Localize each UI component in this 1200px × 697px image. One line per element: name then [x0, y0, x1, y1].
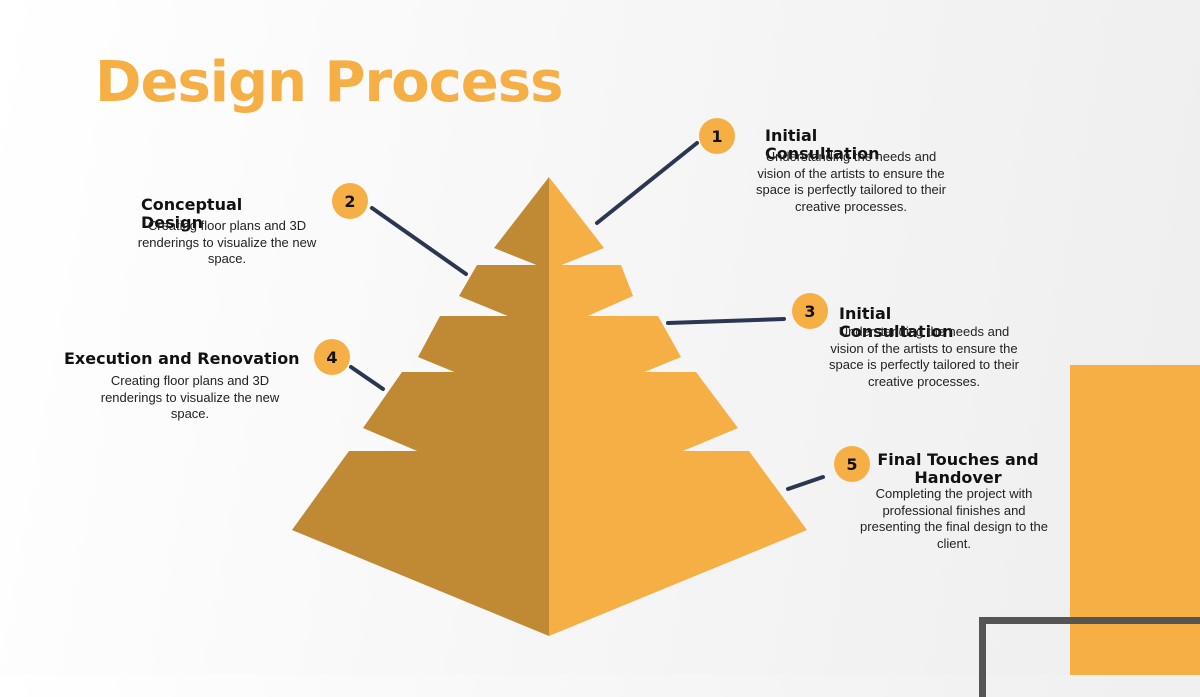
- step-heading-2-line-1: Conceptual: [141, 195, 243, 214]
- step-description-5: Completing the project with professional…: [860, 486, 1048, 551]
- step-heading-5-line-1: Final Touches and: [877, 450, 1039, 469]
- step-description-1: Understanding the needs and vision of th…: [755, 149, 947, 214]
- step-heading-1-line-1: Initial: [765, 126, 818, 145]
- step-description-4: Creating floor plans and 3D renderings t…: [100, 373, 280, 421]
- connector-line-2: [370, 206, 468, 276]
- connector-line-1: [595, 141, 699, 225]
- step-number-badge-1: 1: [699, 118, 735, 154]
- step-number-badge-5: 5: [834, 446, 870, 482]
- step-number-badge-4: 4: [314, 339, 350, 375]
- step-heading-5-line-2: Handover: [914, 468, 1002, 487]
- pyramid-diagram: [292, 141, 825, 636]
- pyramid-tier-5: [292, 451, 807, 636]
- step-description-3: Understanding the needs and vision of th…: [828, 324, 1020, 389]
- step-number-badge-3: 3: [792, 293, 828, 329]
- slide-title: Design Process: [95, 50, 563, 115]
- step-heading-4-line-1: Execution and Renovation: [64, 349, 300, 368]
- connector-line-3: [666, 317, 786, 325]
- step-heading-1-line-2: Consultation: [765, 144, 880, 163]
- pyramid-tier-1: [494, 177, 604, 270]
- step-description-2: Creating floor plans and 3D renderings t…: [137, 218, 317, 266]
- step-heading-3-line-2: Consultation: [839, 322, 954, 341]
- connector-line-5: [786, 475, 825, 491]
- step-heading-2-line-2: Design: [141, 213, 203, 232]
- step-heading-1: Initial Consultation: [765, 127, 879, 163]
- connector-lines: [349, 141, 825, 491]
- step-heading-5: Final Touches and Handover: [868, 451, 1048, 487]
- step-heading-3: Initial Consultation: [839, 305, 953, 341]
- connector-line-4: [349, 365, 385, 391]
- frame-corner-decoration: [979, 617, 1200, 697]
- step-heading-2: Conceptual Design: [141, 196, 242, 232]
- step-number-badge-2: 2: [332, 183, 368, 219]
- step-heading-4: Execution and Renovation: [64, 350, 300, 368]
- step-heading-3-line-1: Initial: [839, 304, 892, 323]
